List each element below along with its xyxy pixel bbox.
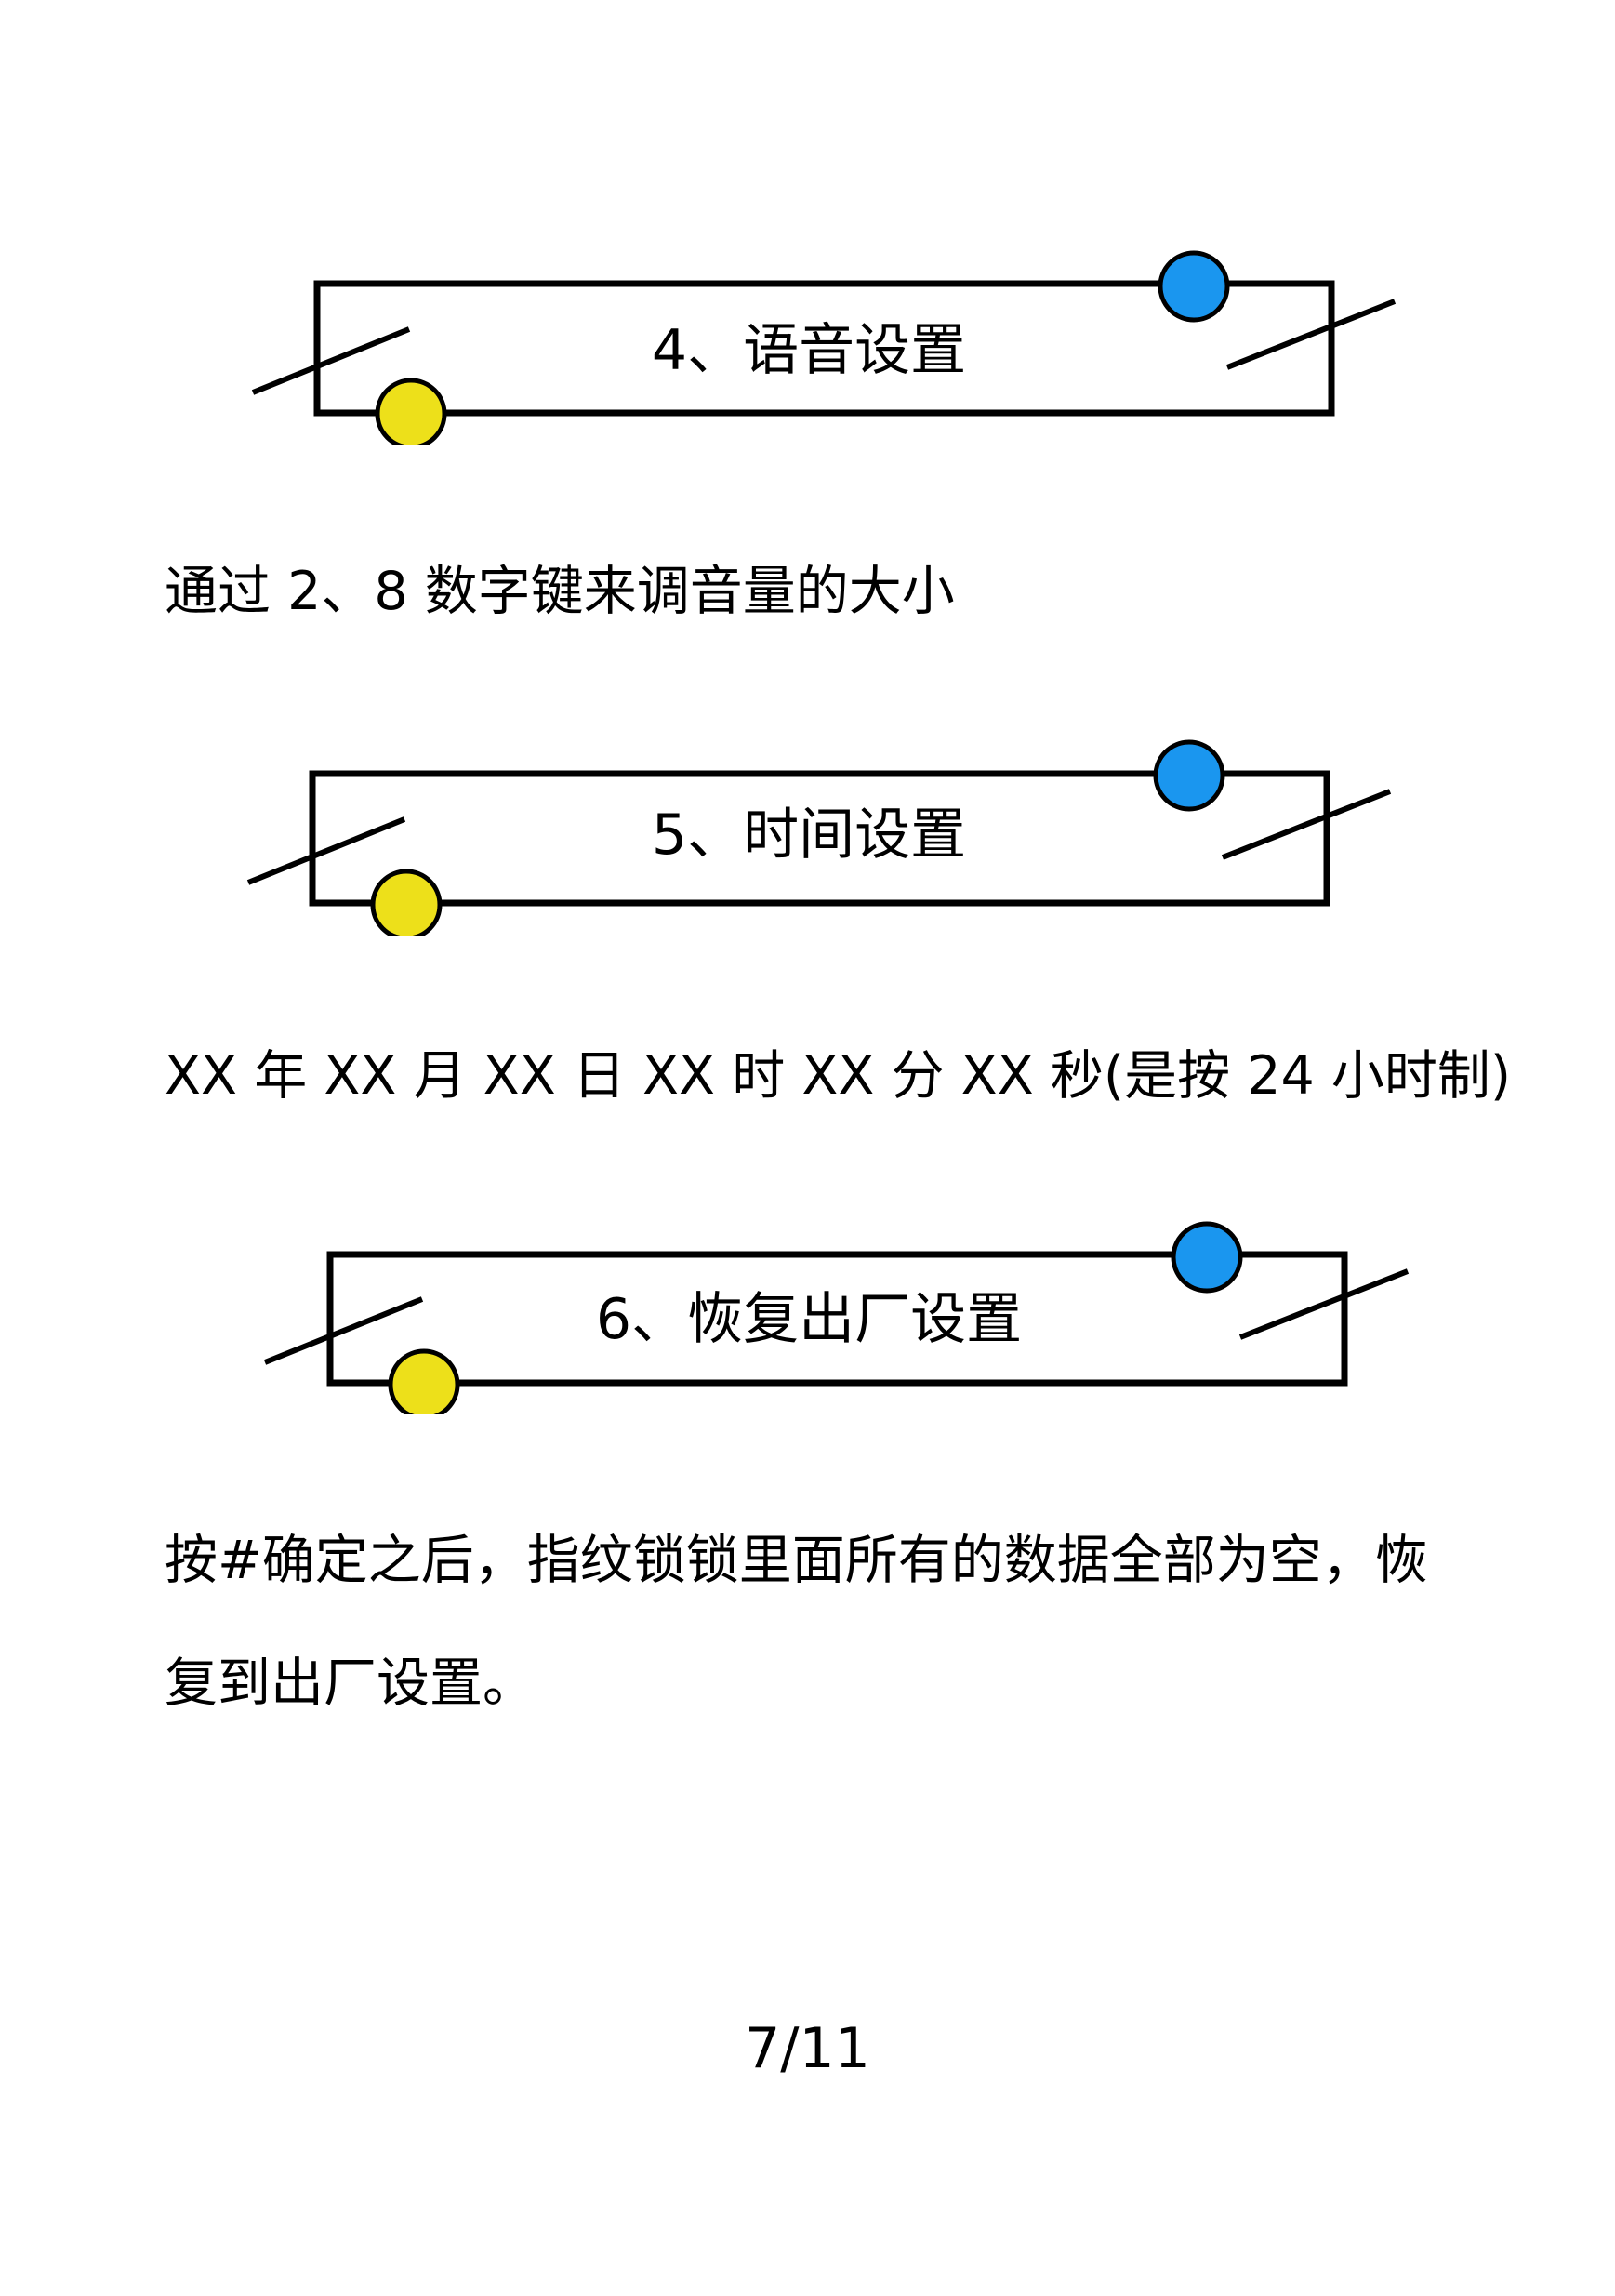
body-text: 按#确定之后，指纹锁锁里面所有的数据全部为空，恢 bbox=[165, 1530, 1428, 1591]
section-title: 4、语音设置 bbox=[652, 318, 966, 383]
banner-frame bbox=[313, 280, 1335, 417]
section-header-banner: 4、语音设置 bbox=[251, 250, 1397, 446]
section-header-banner: 6、恢复出厂设置 bbox=[263, 1221, 1410, 1417]
yellow-dot-decoration bbox=[375, 378, 447, 446]
blue-dot-decoration bbox=[1171, 1221, 1243, 1294]
banner-frame bbox=[326, 1251, 1348, 1387]
body-text: XX 年 XX 月 XX 日 XX 时 XX 分 XX 秒(是按 24 小时制) bbox=[165, 1045, 1512, 1107]
slash-decoration bbox=[1238, 1268, 1410, 1340]
section-title: 6、恢复出厂设置 bbox=[596, 1287, 1022, 1352]
slash-decoration bbox=[1225, 299, 1397, 370]
banner-frame bbox=[309, 770, 1330, 907]
slash-decoration bbox=[246, 816, 406, 885]
blue-dot-decoration bbox=[1153, 739, 1225, 812]
slash-decoration bbox=[263, 1296, 424, 1365]
slash-decoration bbox=[1221, 789, 1392, 860]
blue-dot-decoration bbox=[1158, 250, 1230, 323]
section-header-banner: 5、时间设置 bbox=[246, 739, 1392, 936]
body-text: 复到出厂设置。 bbox=[165, 1652, 536, 1714]
body-text: 通过 2、8 数字键来调音量的大小 bbox=[165, 561, 955, 622]
yellow-dot-decoration bbox=[370, 869, 443, 936]
section-title: 5、时间设置 bbox=[652, 803, 966, 868]
slash-decoration bbox=[251, 326, 411, 395]
yellow-dot-decoration bbox=[388, 1348, 460, 1417]
page-number: 7/11 bbox=[745, 2016, 870, 2081]
